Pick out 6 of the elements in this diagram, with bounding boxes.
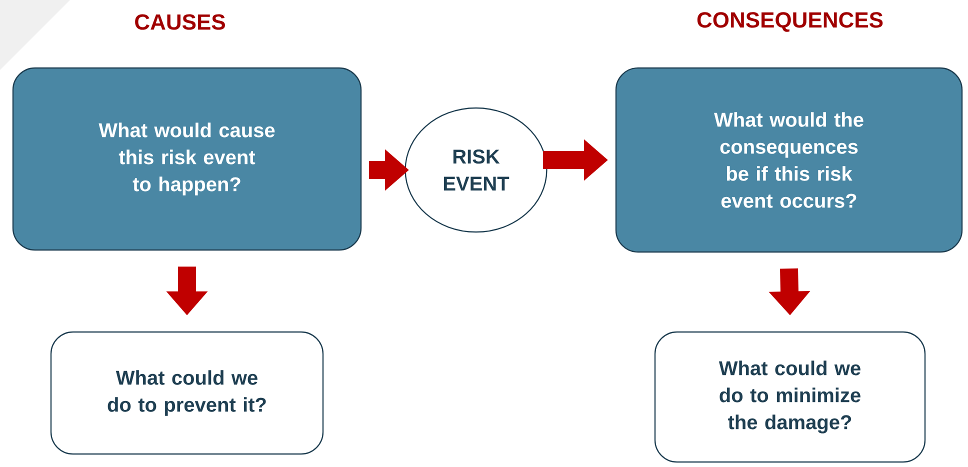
- answer-box: What could we do to prevent it?: [50, 331, 324, 455]
- answer-box: What could we do to minimize the damage?: [654, 331, 926, 463]
- column-heading: CAUSES: [135, 14, 225, 30]
- column-heading: CONSEQUENCES: [697, 12, 883, 32]
- question-box: What would cause this risk event to happen?: [12, 67, 362, 251]
- question-box: What would the consequences be if this risk event occurs?: [615, 67, 963, 253]
